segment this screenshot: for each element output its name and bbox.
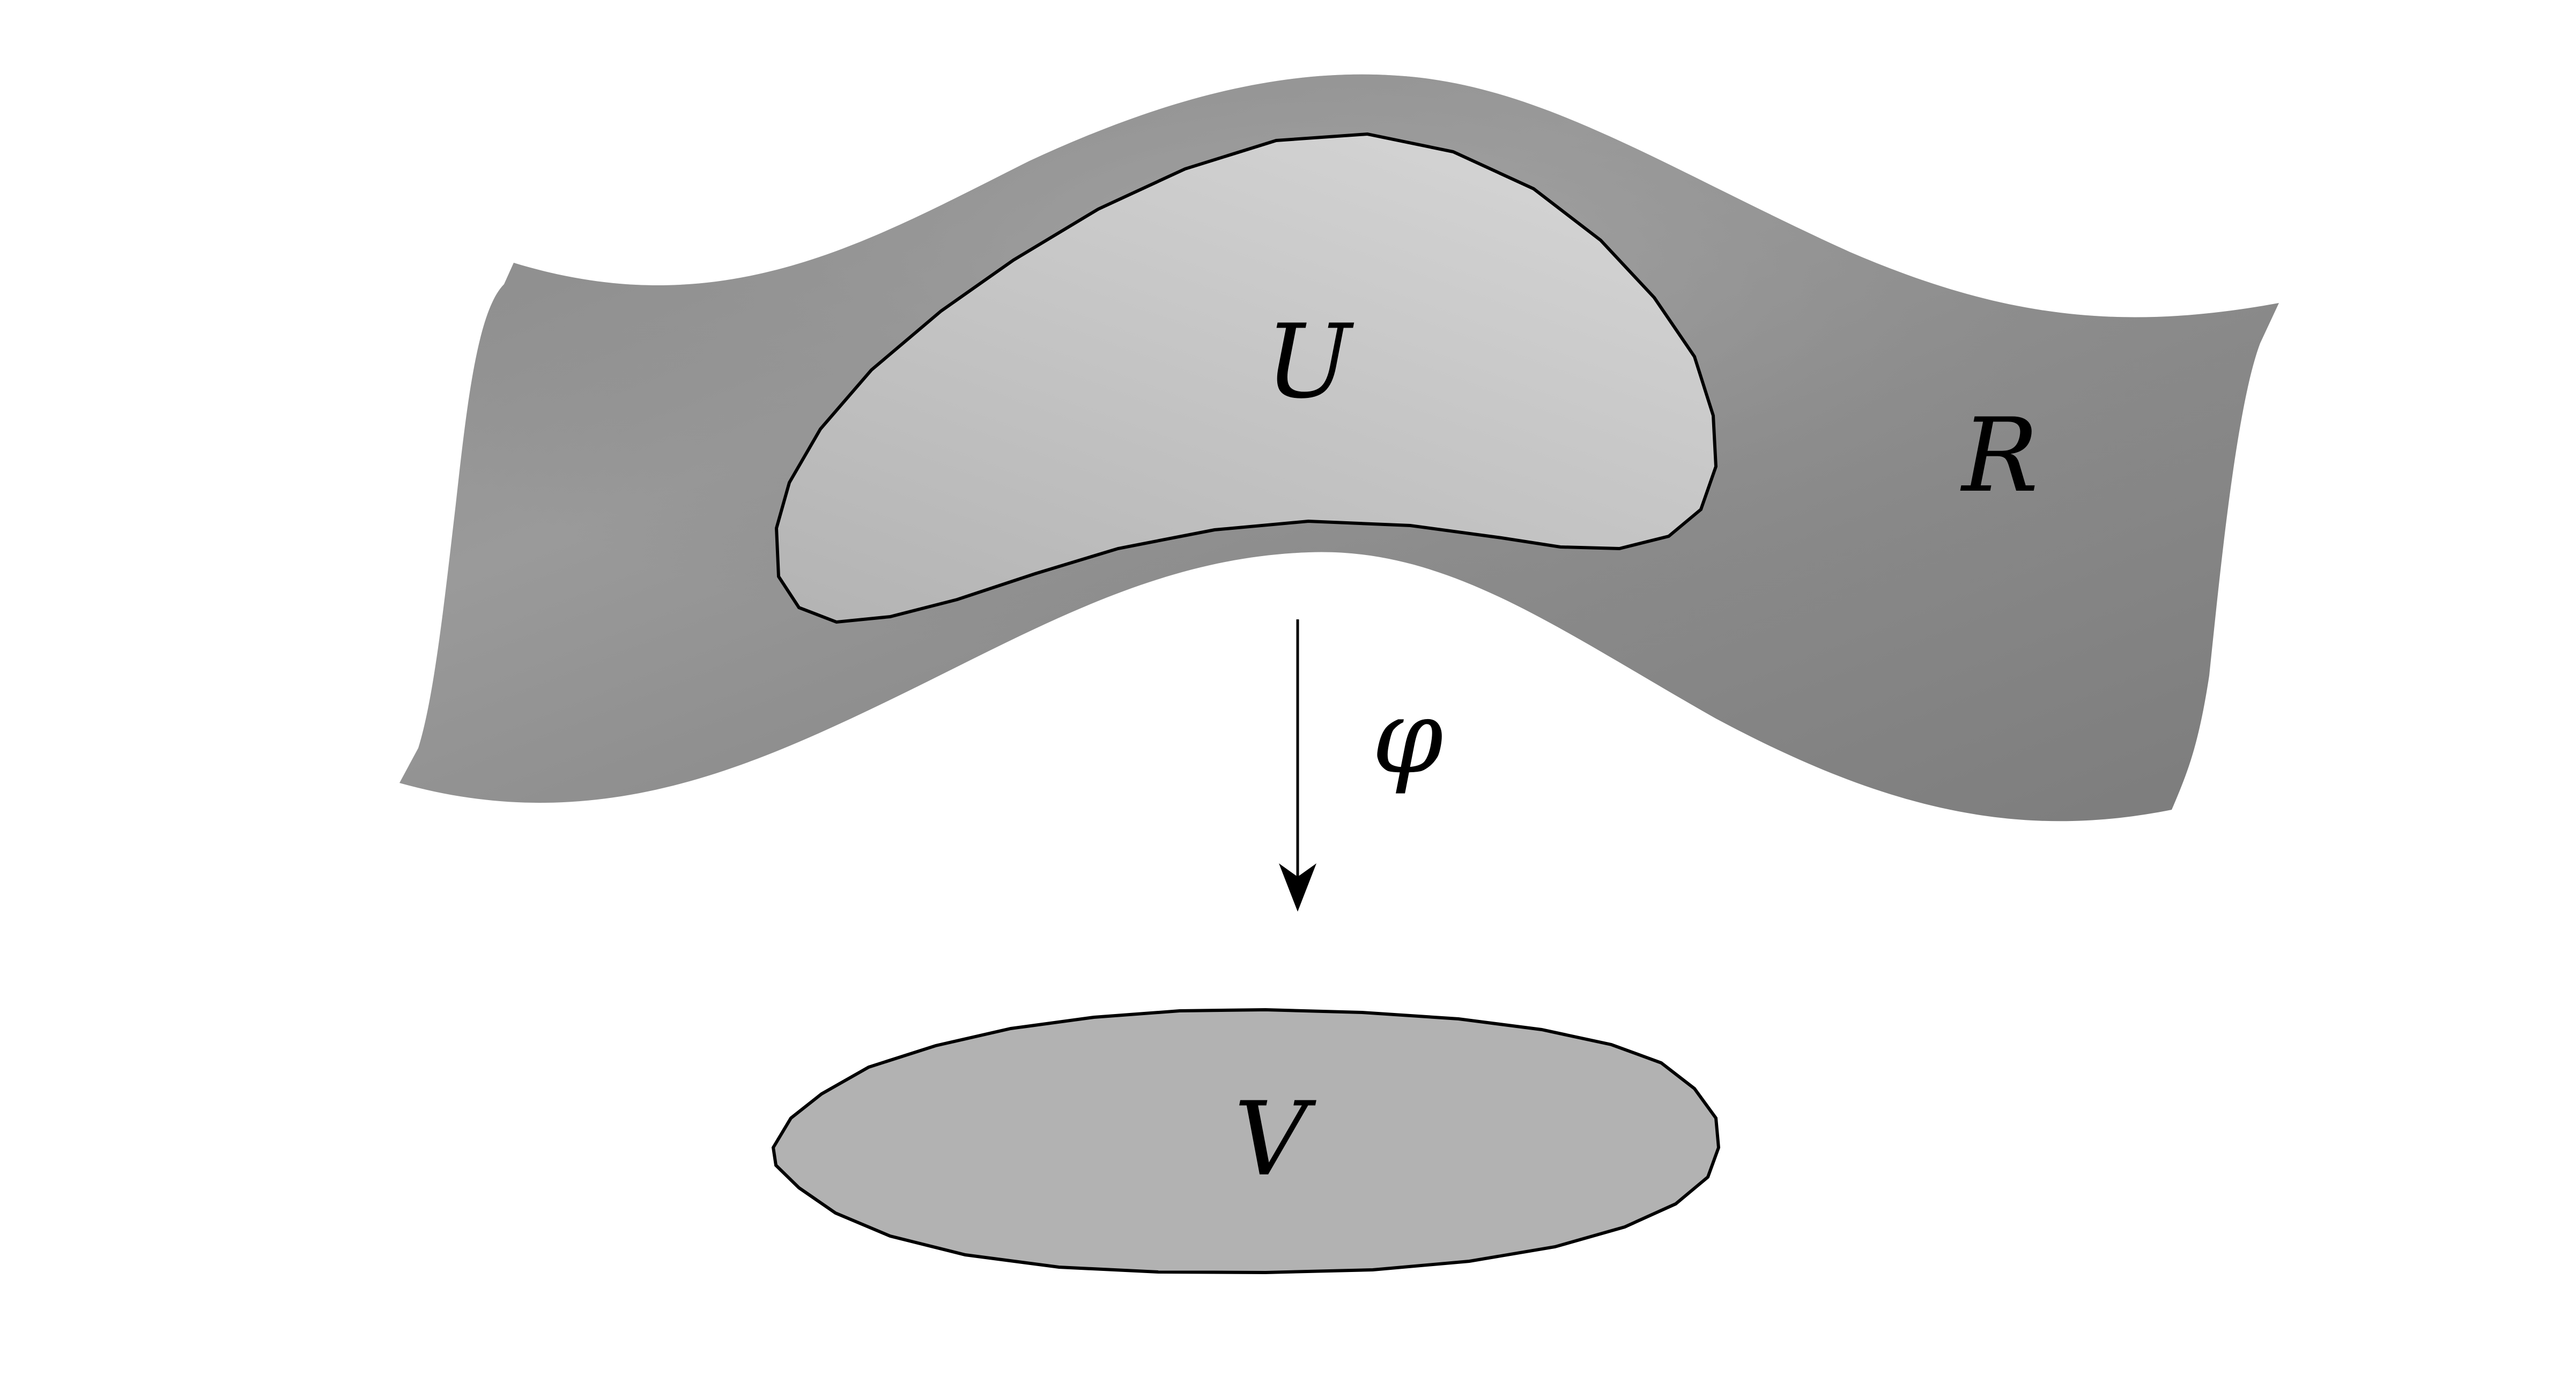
label-r: R bbox=[1960, 396, 2038, 515]
label-u: U bbox=[1265, 302, 1354, 421]
region-v-shape bbox=[771, 1008, 1721, 1275]
region-u bbox=[774, 132, 1718, 624]
region-v bbox=[771, 1008, 1721, 1275]
region-u-shape bbox=[774, 132, 1718, 624]
map-arrow bbox=[1279, 619, 1316, 912]
label-v: V bbox=[1234, 1080, 1316, 1199]
arrow-head bbox=[1279, 863, 1316, 912]
label-phi: φ bbox=[1372, 678, 1443, 796]
